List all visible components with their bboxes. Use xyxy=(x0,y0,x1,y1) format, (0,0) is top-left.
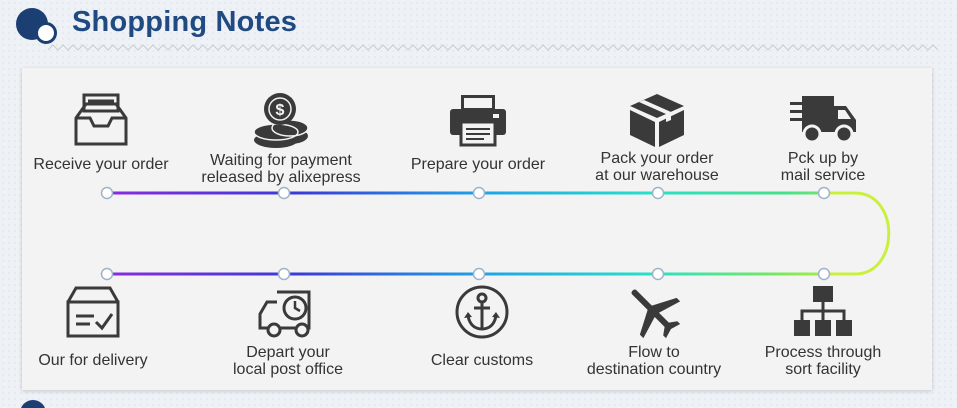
step-label: Pack your order at our warehouse xyxy=(595,150,719,184)
flow-node-bottom-1 xyxy=(100,267,114,281)
hierarchy-icon xyxy=(794,286,852,336)
step-pack-order: Pack your order at our warehouse xyxy=(557,92,757,184)
page-title: Shopping Notes xyxy=(72,6,298,38)
delivery-truck-icon xyxy=(790,96,856,144)
flow-node-top-1 xyxy=(100,186,114,200)
section-header: Shopping Notes xyxy=(0,0,957,51)
logo-circle-small xyxy=(35,22,57,44)
step-label: Prepare your order xyxy=(410,156,546,173)
step-label: Clear customs xyxy=(430,352,534,369)
coin-stack-icon: $ xyxy=(253,93,309,148)
flow-node-bottom-4 xyxy=(651,267,665,281)
next-section-marker xyxy=(20,400,46,408)
flow-node-top-2 xyxy=(277,186,291,200)
svg-text:$: $ xyxy=(276,102,285,119)
printer-icon xyxy=(450,95,506,147)
step-label: Flow to destination country xyxy=(586,344,722,378)
airplane-icon xyxy=(631,289,681,339)
clock-van-icon xyxy=(258,290,311,338)
flow-node-top-4 xyxy=(651,186,665,200)
delivery-box-check-icon xyxy=(66,286,120,338)
step-flow-destination: Flow to destination country xyxy=(554,284,754,378)
step-label: Depart your local post office xyxy=(233,344,343,378)
flow-node-top-5 xyxy=(817,186,831,200)
step-out-for-delivery: Our for delivery xyxy=(0,284,193,369)
flow-node-bottom-3 xyxy=(472,267,486,281)
step-receive-order: Receive your order xyxy=(1,92,201,173)
step-label: Process through sort facility xyxy=(764,344,882,378)
step-label: Pck up by mail service xyxy=(780,150,866,184)
anchor-icon xyxy=(455,285,509,339)
flow-line-curve xyxy=(824,191,891,276)
step-pick-up: Pck up by mail service xyxy=(723,92,923,184)
step-prepare-order: Prepare your order xyxy=(378,92,578,173)
step-sort-facility: Process through sort facility xyxy=(723,284,923,378)
inbox-tray-icon xyxy=(74,93,128,146)
step-label: Our for delivery xyxy=(38,352,148,369)
zigzag-divider xyxy=(48,44,938,51)
flow-node-bottom-2 xyxy=(277,267,291,281)
step-clear-customs: Clear customs xyxy=(382,284,582,369)
step-depart-post-office: Depart your local post office xyxy=(188,284,388,378)
step-waiting-payment: $ Waiting for payment released by alixep… xyxy=(181,92,381,186)
step-label: Receive your order xyxy=(33,156,169,173)
header-logo xyxy=(16,8,60,44)
flow-node-bottom-5 xyxy=(817,267,831,281)
step-label: Waiting for payment released by alixepre… xyxy=(201,152,361,186)
flow-node-top-3 xyxy=(472,186,486,200)
package-box-icon xyxy=(630,94,684,147)
